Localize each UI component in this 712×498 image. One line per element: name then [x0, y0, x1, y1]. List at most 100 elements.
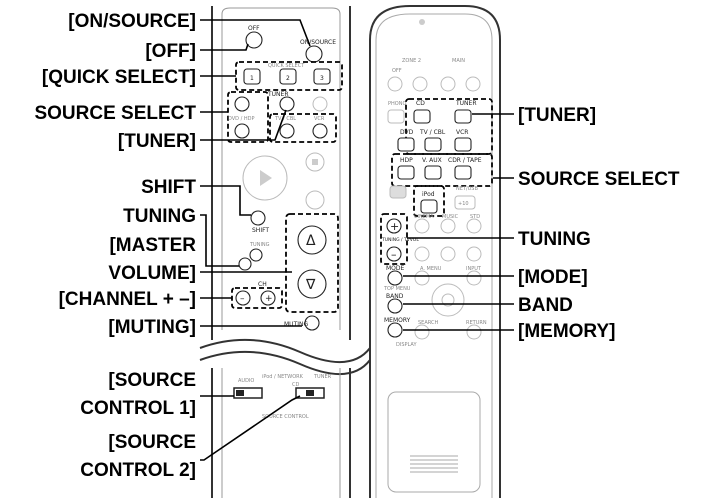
- vcr-button-r[interactable]: [454, 137, 472, 152]
- enter-button[interactable]: [441, 293, 455, 307]
- tuner-button[interactable]: [279, 96, 295, 112]
- quick-select-1-button[interactable]: [243, 68, 261, 85]
- shift-button[interactable]: [250, 210, 266, 226]
- phono-button[interactable]: [387, 109, 405, 124]
- callout-tuning: TUNING: [123, 206, 196, 227]
- return-button[interactable]: [466, 324, 482, 340]
- zone-off-label: OFF: [392, 68, 402, 74]
- search-button[interactable]: [414, 324, 430, 340]
- channel-plus-button[interactable]: [260, 290, 276, 306]
- mode-button-2[interactable]: [414, 246, 430, 262]
- plus10-label: +10: [458, 201, 469, 207]
- tuning-label: TUNING: [249, 242, 270, 248]
- callout-shift: SHIFT: [141, 177, 196, 198]
- zone2-on-button[interactable]: [412, 76, 428, 92]
- ipod-button[interactable]: [420, 199, 438, 214]
- source-button-faint[interactable]: [312, 96, 328, 112]
- band-button[interactable]: [387, 298, 403, 314]
- top-menu-label: TOP MENU: [383, 286, 411, 292]
- std-label: STD: [470, 214, 480, 220]
- phono-label: PHONO: [388, 101, 406, 107]
- on-source-button[interactable]: [305, 45, 323, 63]
- source-select-group-left: [227, 91, 269, 143]
- tv-cbl-label: TV / CBL: [274, 116, 296, 122]
- quick-select-2-button[interactable]: [279, 68, 297, 85]
- callout-source-select-r: SOURCE SELECT: [518, 169, 680, 190]
- callout-source-control-2a: [SOURCE: [108, 432, 196, 453]
- music-label: MUSIC: [442, 214, 459, 220]
- quick-select-label: QUICK SELECT: [268, 63, 305, 69]
- off-label: OFF: [248, 25, 260, 32]
- channel-minus-button[interactable]: [235, 290, 251, 306]
- main-on-button[interactable]: [465, 76, 481, 92]
- tv-cbl-button[interactable]: [279, 123, 295, 139]
- dvd-hdp-button[interactable]: [234, 123, 250, 139]
- callout-master: [MASTER: [109, 235, 196, 256]
- net-button[interactable]: [389, 185, 407, 199]
- ipod-network-label: iPod / NETWORK: [262, 374, 304, 380]
- source-control-label: SOURCE CONTROL: [262, 414, 309, 420]
- mode-button-3[interactable]: [440, 246, 456, 262]
- tuning-plus-button[interactable]: [386, 218, 402, 234]
- search-label: SEARCH: [418, 320, 438, 326]
- right-remote: ZONE 2 MAIN OFF PHONO CD TUNER DVD TV / …: [369, 5, 501, 498]
- quick-select-3-button[interactable]: [313, 68, 331, 85]
- mode-label: MODE: [386, 265, 405, 272]
- callout-mode: [MODE]: [518, 267, 588, 288]
- source-button-a[interactable]: [234, 96, 250, 112]
- source-control-1-switch[interactable]: [233, 387, 263, 399]
- cd-label: CD: [292, 382, 299, 388]
- tuner-button-r[interactable]: [454, 109, 472, 124]
- channel-minus-icon: –: [240, 294, 245, 304]
- cinema-button[interactable]: [414, 218, 430, 234]
- volume-down-button[interactable]: [297, 269, 327, 299]
- plus10-button[interactable]: [454, 195, 476, 210]
- callout-source-control-1b: CONTROL 1]: [80, 398, 196, 419]
- std-button[interactable]: [466, 218, 482, 234]
- dvd-hdp-label: DVD / HDP: [228, 116, 255, 122]
- channel-plus-icon: +: [265, 294, 273, 304]
- qs3-label: 3: [320, 75, 324, 82]
- tuning-minus-button[interactable]: [386, 246, 402, 262]
- callout-band: BAND: [518, 295, 573, 316]
- a-menu-button[interactable]: [414, 270, 430, 286]
- net-usb-label: NET/USB: [456, 186, 478, 192]
- tv-cbl-label-r: TV / CBL: [419, 129, 446, 136]
- tuning-plus-icon: +: [390, 220, 399, 233]
- tuning-down-button[interactable]: [238, 257, 252, 271]
- callout-source-control-1a: [SOURCE: [108, 370, 196, 391]
- return-label: RETURN: [466, 320, 487, 326]
- v-aux-button[interactable]: [424, 165, 442, 180]
- qs2-label: 2: [286, 75, 290, 82]
- volume-up-button[interactable]: [297, 225, 327, 255]
- mode-button[interactable]: [387, 270, 403, 286]
- tuning-tvvol-label: TUNING / TVVOL: [381, 237, 419, 243]
- input-button[interactable]: [466, 270, 482, 286]
- tv-cbl-button-r[interactable]: [424, 137, 442, 152]
- hdp-label: HDP: [400, 157, 413, 164]
- battery-cover-grip: [410, 455, 458, 473]
- skip-button[interactable]: [305, 190, 325, 210]
- tuning-up-button[interactable]: [249, 248, 263, 262]
- muting-button[interactable]: [304, 315, 320, 331]
- dvd-button[interactable]: [397, 137, 415, 152]
- hdp-button[interactable]: [397, 165, 415, 180]
- memory-button[interactable]: [387, 322, 403, 338]
- ir-window: [419, 19, 425, 25]
- shift-label: SHIFT: [252, 227, 269, 234]
- battery-cover: [387, 391, 481, 493]
- off-button[interactable]: [245, 31, 263, 49]
- audio-label: AUDIO: [238, 378, 254, 384]
- mode-button-4[interactable]: [466, 246, 482, 262]
- memory-label: MEMORY: [384, 317, 411, 324]
- music-button[interactable]: [440, 218, 456, 234]
- cd-button[interactable]: [413, 109, 431, 124]
- cdr-tape-button[interactable]: [454, 165, 472, 180]
- source-control-2-knob: [306, 390, 314, 396]
- callout-tuning-r: TUNING: [518, 229, 591, 250]
- callout-tuner: [TUNER]: [118, 131, 196, 152]
- zone2-off-button[interactable]: [387, 76, 403, 92]
- vcr-button[interactable]: [312, 123, 328, 139]
- main-off-button[interactable]: [440, 76, 456, 92]
- callout-memory: [MEMORY]: [518, 321, 615, 342]
